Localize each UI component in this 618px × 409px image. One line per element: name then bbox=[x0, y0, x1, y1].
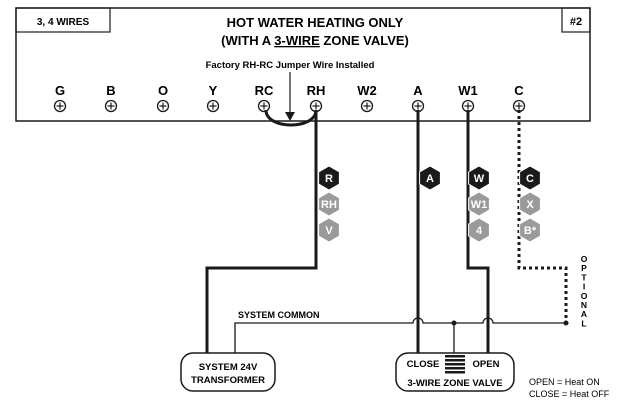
wire-tag-label: V bbox=[325, 225, 333, 237]
w1-wire bbox=[466, 110, 490, 356]
wire-tag-c-0: C bbox=[519, 165, 541, 191]
corner-label: 3, 4 WIRES bbox=[37, 17, 90, 28]
optional-letter: O bbox=[581, 254, 588, 264]
wire-tag-label: B* bbox=[524, 225, 537, 237]
transformer-box bbox=[180, 352, 276, 392]
wire-tag-label: W1 bbox=[471, 199, 488, 211]
wire-tag-c-2: B* bbox=[519, 217, 541, 243]
jumper-note-arrowhead bbox=[285, 112, 295, 121]
terminal-label-a: A bbox=[413, 83, 423, 98]
terminal-screw-rc bbox=[257, 99, 271, 113]
wire-tag-w1-2: 4 bbox=[468, 217, 490, 243]
zone-valve-close: CLOSE bbox=[407, 359, 440, 370]
wire-tag-label: RH bbox=[321, 199, 337, 211]
wire-tags: R RH V A W W1 4 C X B* bbox=[318, 165, 541, 243]
jumper-note: Factory RH-RC Jumper Wire Installed bbox=[206, 60, 375, 71]
transformer-line1: SYSTEM 24V bbox=[199, 362, 258, 373]
wire-tag-rh-0: R bbox=[318, 165, 340, 191]
optional-letter: L bbox=[581, 318, 586, 328]
optional-letter: A bbox=[581, 309, 587, 319]
terminal-screw-b bbox=[104, 99, 118, 113]
junction-dot-valve bbox=[451, 320, 457, 326]
thermostat-panel bbox=[15, 7, 591, 122]
terminal-screw-c bbox=[512, 99, 526, 113]
wire-tag-label: A bbox=[426, 173, 434, 185]
subtitle-prefix: (WITH A bbox=[221, 33, 274, 48]
terminal-screw-a bbox=[411, 99, 425, 113]
terminal-label-w2: W2 bbox=[357, 83, 377, 98]
terminal-label-c: C bbox=[514, 83, 524, 98]
wire-tag-w1-0: W bbox=[468, 165, 490, 191]
c-optional-wire bbox=[517, 110, 568, 323]
subtitle-suffix: ZONE VALVE) bbox=[320, 33, 409, 48]
wire-tag-a-0: A bbox=[419, 165, 441, 191]
wire-tag-label: 4 bbox=[476, 225, 483, 237]
zone-valve-name: 3-WIRE ZONE VALVE bbox=[407, 378, 502, 389]
diagram-subtitle: (WITH A 3-WIRE ZONE VALVE) bbox=[221, 33, 409, 48]
terminal-label-g: G bbox=[55, 83, 65, 98]
terminal-label-o: O bbox=[158, 83, 168, 98]
terminal-screw-w1 bbox=[461, 99, 475, 113]
terminal-screw-rh bbox=[309, 99, 323, 113]
terminal-label-y: Y bbox=[209, 83, 218, 98]
page-number: #2 bbox=[570, 16, 582, 28]
legend-open: OPEN = Heat ON bbox=[529, 377, 600, 387]
wire-tag-c-1: X bbox=[519, 191, 541, 217]
rh-wire bbox=[205, 110, 318, 356]
terminal-label-w1: W1 bbox=[458, 83, 478, 98]
zone-valve-terminal-block bbox=[445, 355, 465, 374]
wire-tag-rh-2: V bbox=[318, 217, 340, 243]
wire-tag-label: R bbox=[325, 173, 333, 185]
optional-letter: O bbox=[581, 291, 588, 301]
terminal-screw-o bbox=[156, 99, 170, 113]
transformer-line2: TRANSFORMER bbox=[191, 375, 265, 386]
system-common-label: SYSTEM COMMON bbox=[238, 310, 320, 320]
terminal-screw-w2 bbox=[360, 99, 374, 113]
terminal-screw-g bbox=[53, 99, 67, 113]
zone-valve-open: OPEN bbox=[473, 359, 500, 370]
diagram-title: HOT WATER HEATING ONLY bbox=[227, 15, 404, 30]
terminal-strip: G B O Y RC RH W2 A W1 C bbox=[53, 83, 526, 113]
junction-dot-optional bbox=[563, 320, 569, 326]
wire-tag-label: C bbox=[526, 173, 534, 185]
optional-letter: N bbox=[581, 300, 587, 310]
legend-close: CLOSE = Heat OFF bbox=[529, 389, 610, 399]
wire-tag-rh-1: RH bbox=[318, 191, 340, 217]
terminal-label-rh: RH bbox=[307, 83, 326, 98]
subtitle-emphasis: 3-WIRE bbox=[274, 33, 320, 48]
page-number-box bbox=[561, 7, 591, 33]
corner-label-box bbox=[15, 7, 111, 33]
terminal-screw-y bbox=[206, 99, 220, 113]
wire-tag-label: W bbox=[474, 173, 485, 185]
system-common-wire bbox=[234, 317, 566, 356]
optional-letter: P bbox=[581, 263, 587, 273]
optional-letter: I bbox=[583, 282, 585, 292]
wire-tag-w1-1: W1 bbox=[468, 191, 490, 217]
wire-tag-label: X bbox=[526, 199, 534, 211]
terminal-label-b: B bbox=[106, 83, 115, 98]
terminal-label-rc: RC bbox=[255, 83, 274, 98]
optional-letter: T bbox=[581, 272, 587, 282]
